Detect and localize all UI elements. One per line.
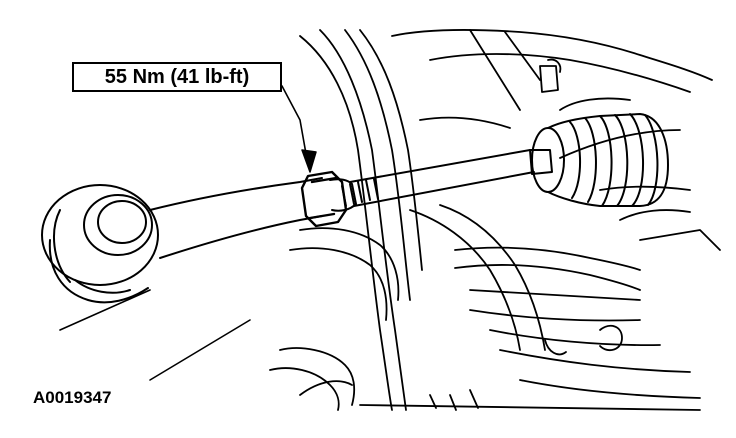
torque-callout: 55 Nm (41 lb-ft) <box>72 62 282 92</box>
steering-knuckle-background <box>270 30 720 410</box>
torque-callout-label: 55 Nm (41 lb-ft) <box>104 65 250 88</box>
figure-id-label: A0019347 <box>33 388 112 407</box>
figure-leader-line-2 <box>150 320 250 380</box>
callout-arrowhead <box>302 150 316 172</box>
inner-tie-rod-shaft <box>330 150 534 211</box>
outer-tie-rod-end <box>42 178 322 302</box>
leader-lines <box>60 86 308 380</box>
jam-nut <box>302 172 346 226</box>
cv-joint-boot <box>530 114 668 206</box>
figure-leader-line <box>60 290 150 330</box>
